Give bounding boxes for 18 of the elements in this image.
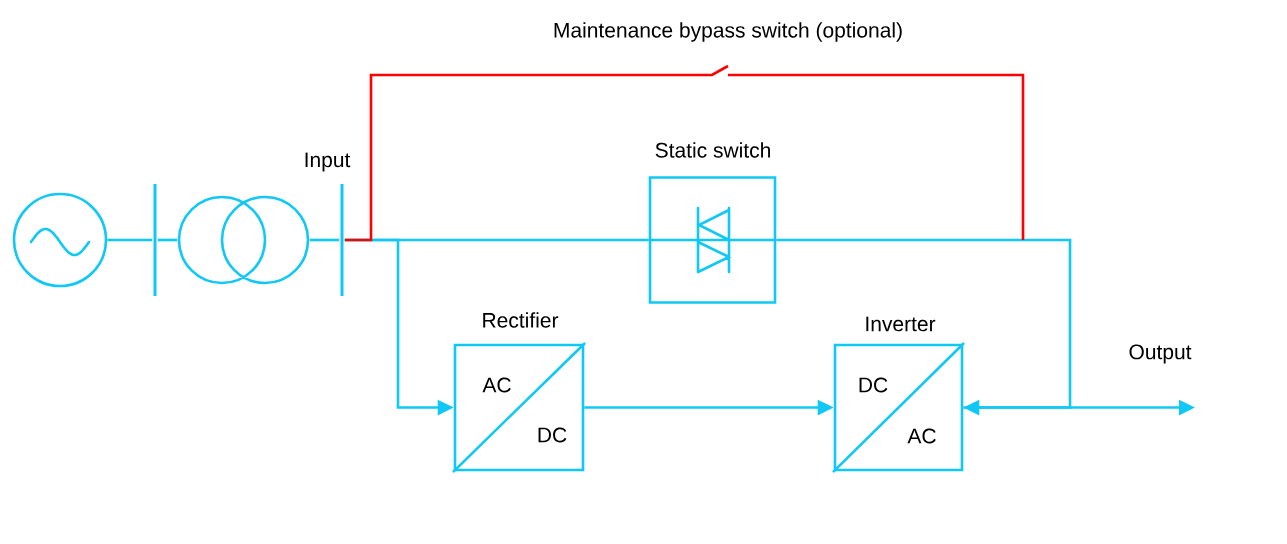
connector-line [309, 238, 340, 242]
box-heading: Static switch [655, 142, 770, 158]
edge-label: Maintenance bypass switch (optional) [554, 22, 902, 42]
signal-label: AC [482, 377, 511, 393]
busbar [153, 184, 157, 296]
transformer-symbol [177, 195, 310, 285]
box-heading: Input [305, 152, 351, 172]
box-heading: Inverter [866, 316, 936, 332]
connector-line [107, 238, 153, 242]
arrow [776, 238, 1072, 416]
signal-label: DC [859, 377, 888, 393]
box-heading: Rectifier [483, 312, 559, 328]
bypass-line [343, 64, 1025, 242]
generator-symbol [12, 192, 108, 288]
signal-label: DC [538, 427, 567, 443]
signal-label: AC [907, 428, 936, 444]
connector-line [157, 238, 178, 242]
port-label: Output [1129, 344, 1192, 364]
